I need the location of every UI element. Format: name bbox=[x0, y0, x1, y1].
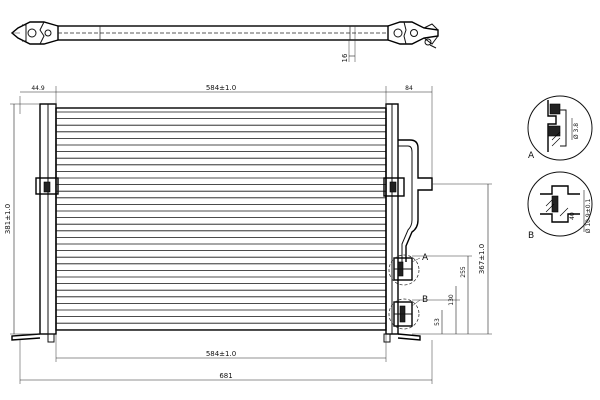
left-mount-bracket bbox=[35, 177, 59, 195]
dim-core-width-top: 584±1.0 bbox=[206, 84, 236, 92]
dim-c: 53 bbox=[434, 318, 441, 326]
detail-a-circle bbox=[527, 95, 593, 161]
detail-a: Ø 3.8 A bbox=[527, 95, 593, 161]
callout-a: A bbox=[422, 253, 429, 263]
dim-top-height: 16 bbox=[341, 53, 349, 62]
detail-b-small-dimension: 40 bbox=[569, 212, 576, 220]
dim-overall-width: 681 bbox=[219, 372, 232, 380]
dim-a: 255 bbox=[460, 266, 467, 278]
detail-a-label: A bbox=[528, 151, 535, 161]
detail-a-dimension: Ø 3.8 bbox=[573, 123, 580, 139]
dim-right-height: 367±1.0 bbox=[478, 244, 486, 274]
top-view-right-bracket bbox=[387, 21, 439, 49]
detail-b: Ø 10.9±0.1 40 B bbox=[527, 171, 593, 241]
detail-b-label: B bbox=[528, 231, 534, 241]
top-view-left-bracket bbox=[10, 21, 59, 45]
dimension-lines: 44.9 584±1.0 84 381±1.0 367±1.0 255 130 … bbox=[4, 84, 492, 384]
core-fins bbox=[56, 111, 386, 331]
top-view: 16 bbox=[10, 21, 439, 62]
right-pipe bbox=[398, 139, 433, 262]
left-foot bbox=[47, 333, 55, 343]
right-mount-bracket bbox=[383, 177, 405, 197]
dim-overall-height: 381±1.0 bbox=[4, 204, 12, 234]
dim-right-pipe: 84 bbox=[405, 85, 413, 92]
detail-b-dimension: Ø 10.9±0.1 bbox=[585, 199, 592, 234]
dim-left-offset: 44.9 bbox=[31, 85, 45, 92]
front-view bbox=[11, 103, 433, 343]
dim-b: 130 bbox=[448, 294, 455, 306]
dim-core-width-bottom: 584±1.0 bbox=[206, 350, 236, 358]
detail-b-circle bbox=[527, 171, 593, 237]
right-foot bbox=[383, 333, 391, 343]
